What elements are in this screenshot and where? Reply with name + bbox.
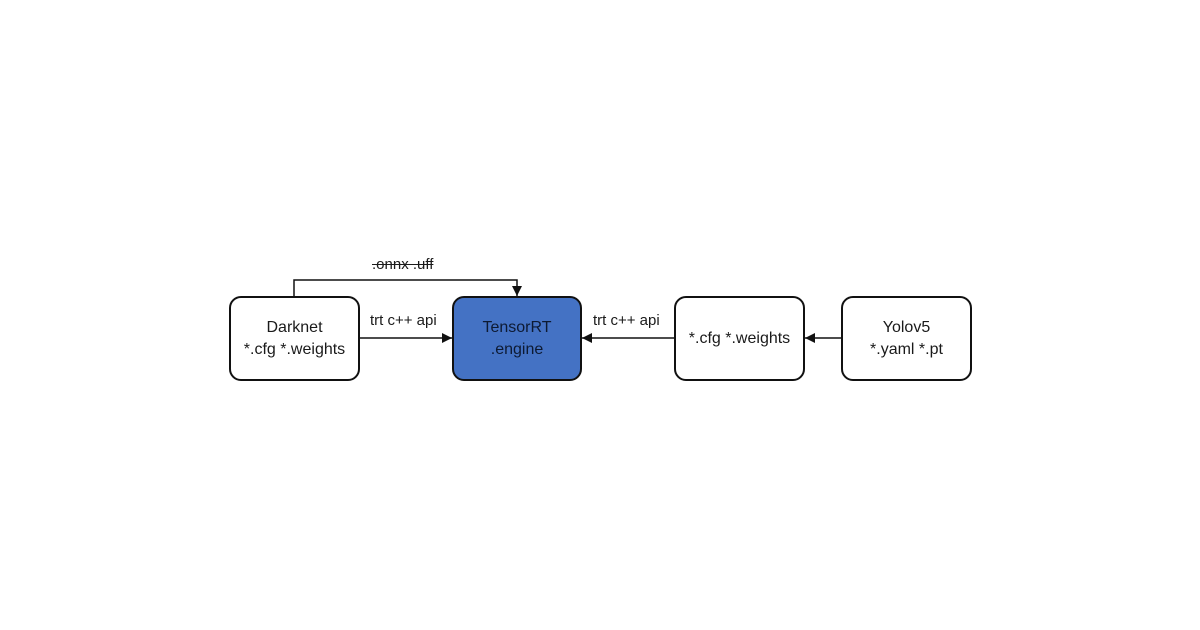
edge-label-onnx-uff: .onnx .uff	[372, 256, 434, 273]
node-darknet-title: Darknet	[266, 318, 323, 336]
node-darknet-files: *.cfg *.weights	[243, 340, 346, 358]
node-yolov5-title: Yolov5	[882, 318, 931, 336]
edge-darknet-over-to-tensorrt	[293, 279, 522, 296]
node-yolov5: Yolov5 *.yaml *.pt	[841, 296, 972, 381]
edge-label-darknet-to-tensorrt: trt c++ api	[370, 312, 437, 329]
node-intermediate: *.cfg *.weights	[674, 296, 805, 381]
node-tensorrt: TensorRT .engine	[452, 296, 582, 381]
node-yolov5-files: *.yaml *.pt	[870, 340, 943, 358]
node-tensorrt-title: TensorRT	[482, 318, 552, 336]
node-tensorrt-file: .engine	[490, 340, 544, 358]
node-darknet: Darknet *.cfg *.weights	[229, 296, 360, 381]
node-intermediate-files: *.cfg *.weights	[688, 329, 791, 347]
edge-label-intermediate-to-tensorrt: trt c++ api	[593, 312, 660, 329]
